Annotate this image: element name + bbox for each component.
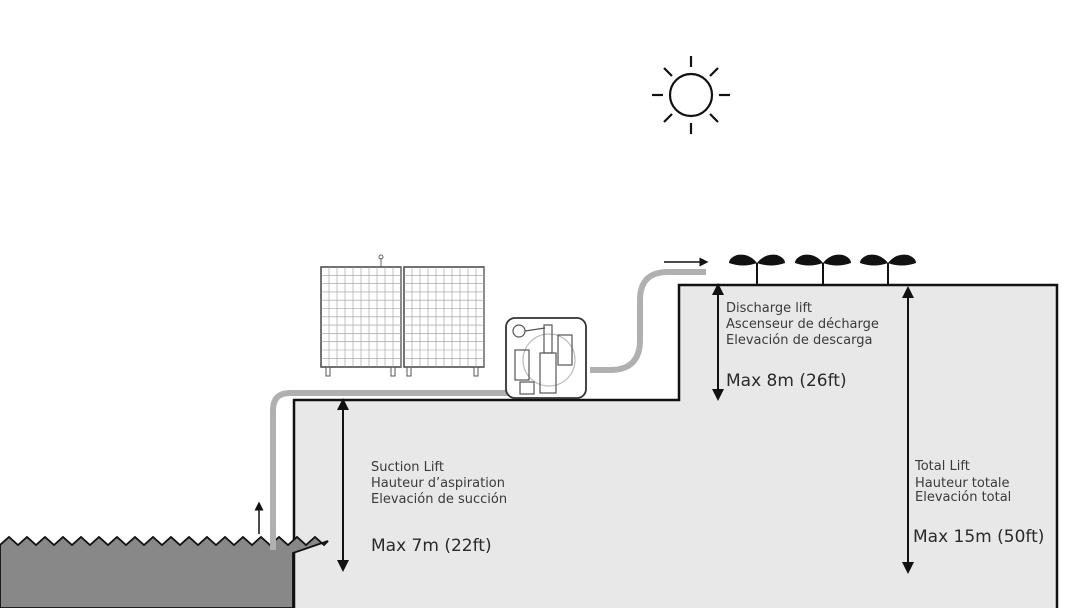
discharge-max: Max 8m (26ft) <box>726 371 847 391</box>
discharge-line: Elevación de descarga <box>726 333 873 348</box>
suction-lift-label: Suction Lift Hauteur d’aspiration Elevac… <box>371 460 507 508</box>
plant-icon <box>860 254 916 285</box>
solar-panel-icon <box>320 254 485 377</box>
total-line: Hauteur totale <box>915 476 1010 491</box>
sun-icon <box>652 56 730 134</box>
total-line: Elevación total <box>915 490 1012 505</box>
plant-icon <box>729 254 785 285</box>
water-icon <box>0 535 329 608</box>
total-lift-label: Total Lift Hauteur totale Elevación tota… <box>915 460 1011 505</box>
suction-line: Hauteur d’aspiration <box>371 476 505 491</box>
total-max: Max 15m (50ft) <box>913 527 1045 547</box>
suction-line: Suction Lift <box>371 460 444 475</box>
total-line: Total Lift <box>915 459 970 474</box>
ground-terrain <box>292 283 1059 608</box>
discharge-lift-label: Discharge lift Ascenseur de décharge Ele… <box>726 301 879 349</box>
plant-icon <box>795 254 851 285</box>
pump-icon <box>505 317 587 399</box>
suction-line: Elevación de succión <box>371 492 508 507</box>
discharge-line: Ascenseur de décharge <box>726 317 879 332</box>
suction-max: Max 7m (22ft) <box>371 536 492 556</box>
discharge-line: Discharge lift <box>726 301 812 316</box>
water-pipe <box>270 269 706 550</box>
